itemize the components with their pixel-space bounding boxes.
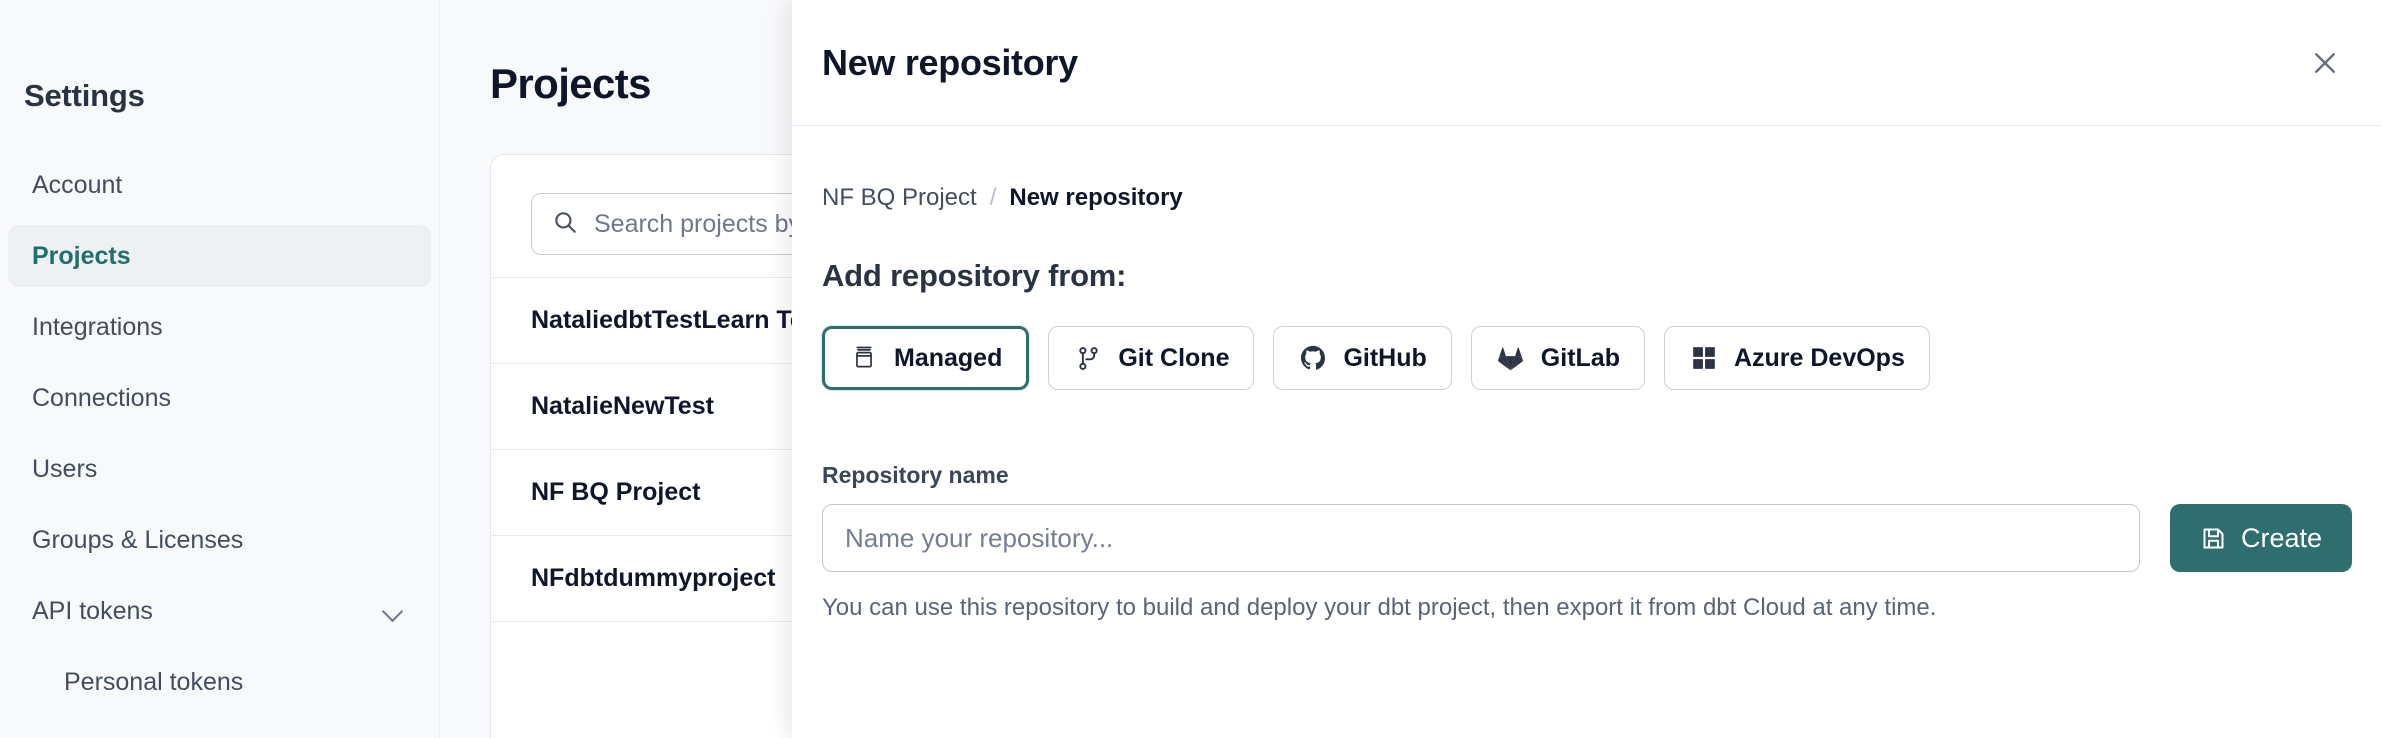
save-icon [2200,525,2227,552]
breadcrumb-current: New repository [1009,184,1183,211]
github-icon [1298,343,1328,373]
sidebar-item-label: Account [32,170,123,199]
azure-devops-icon [1689,343,1719,373]
sidebar-title: Settings [24,78,145,113]
sidebar-item-label: Personal tokens [64,667,244,696]
sidebar-item-groups-licenses[interactable]: Groups & Licenses [8,509,431,571]
project-name: NF BQ Project [531,478,701,506]
breadcrumb: NF BQ Project / New repository [822,184,2352,212]
repo-source-label: GitHub [1343,343,1427,372]
project-name: NatalieNewTest [531,392,714,420]
modal-header: New repository [792,0,2382,126]
page-title: Projects [490,60,652,107]
repo-source-label: Managed [894,343,1003,372]
create-button-label: Create [2240,522,2322,553]
breadcrumb-parent[interactable]: NF BQ Project [822,184,977,211]
search-icon [552,209,578,240]
sidebar-item-label: Projects [32,241,131,270]
repository-name-label: Repository name [822,462,1009,488]
repository-name-row: Create [822,504,2352,572]
sidebar-item-label: Users [32,454,98,483]
sidebar-item-label: Groups & Licenses [32,525,244,554]
sidebar-item-integrations[interactable]: Integrations [8,296,431,358]
sidebar-item-personal-tokens[interactable]: Personal tokens [8,651,431,713]
sidebar-item-connections[interactable]: Connections [8,367,431,429]
chevron-down-icon[interactable] [383,600,405,622]
git-branch-icon [1073,343,1103,373]
close-icon[interactable] [2302,40,2348,86]
repo-source-azure-devops[interactable]: Azure DevOps [1663,326,1930,390]
modal-title: New repository [822,41,1078,83]
sidebar-item-label: API tokens [32,596,153,625]
add-repository-from-heading: Add repository from: [822,258,1127,293]
sidebar-item-account[interactable]: Account [8,154,431,216]
repository-name-input[interactable] [822,504,2140,572]
repository-source-options: Managed Git Clone GitHub GitLab Azure DevOps [822,326,2352,390]
sidebar-item-api-tokens[interactable]: API tokens [8,580,431,642]
repo-source-managed[interactable]: Managed [822,326,1030,390]
gitlab-icon [1496,343,1526,373]
sidebar-item-label: Connections [32,383,171,412]
managed-stack-icon [849,343,879,373]
repo-source-gitlab[interactable]: GitLab [1470,326,1645,390]
modal-body: NF BQ Project / New repository Add repos… [792,126,2382,622]
repo-source-git-clone[interactable]: Git Clone [1048,326,1255,390]
repo-source-label: Git Clone [1118,343,1230,372]
create-button[interactable]: Create [2169,504,2352,572]
sidebar-item-projects[interactable]: Projects [8,225,431,287]
repository-helper-text: You can use this repository to build and… [822,594,1937,621]
project-name: NFdbtdummyproject [531,564,776,592]
breadcrumb-separator: / [989,184,997,211]
new-repository-modal: New repository NF BQ Project / New repos… [792,0,2382,738]
repo-source-label: GitLab [1540,343,1620,372]
project-name: NataliedbtTestLearn Test [531,306,826,334]
repo-source-label: Azure DevOps [1733,343,1905,372]
sidebar-item-users[interactable]: Users [8,438,431,500]
repo-source-github[interactable]: GitHub [1273,326,1452,390]
sidebar-item-label: Integrations [32,312,163,341]
